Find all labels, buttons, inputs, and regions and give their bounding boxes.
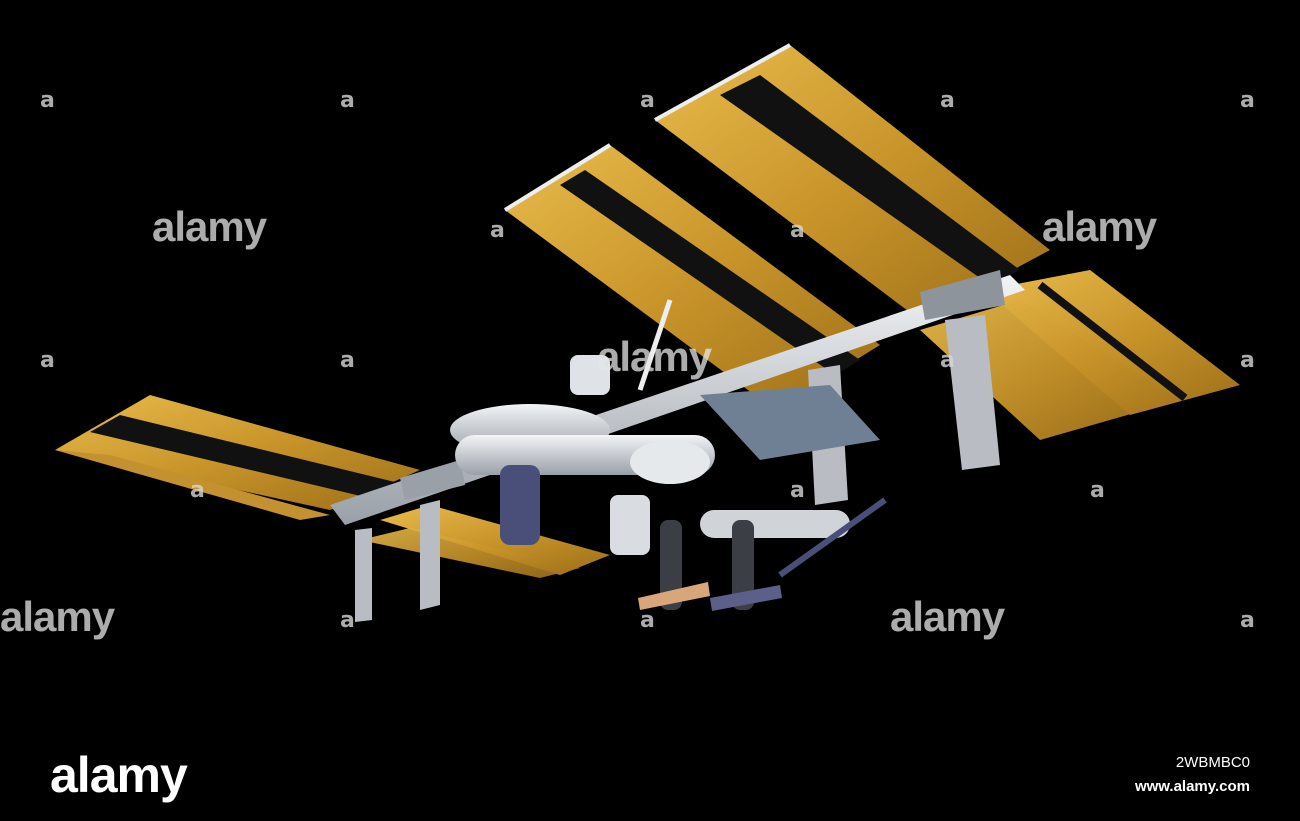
watermark-mark: a bbox=[1240, 348, 1255, 373]
watermark-brand: alamy bbox=[890, 593, 1005, 640]
watermark-mark: a bbox=[1240, 608, 1255, 633]
watermark-mark: a bbox=[1090, 478, 1105, 503]
watermark-mark: a bbox=[40, 88, 55, 113]
radiators bbox=[355, 315, 1000, 622]
watermark-mark: a bbox=[340, 348, 355, 373]
solar-array-upper-right bbox=[654, 43, 1050, 320]
watermark-brand: alamy bbox=[152, 203, 267, 250]
pressurized-modules bbox=[450, 299, 715, 555]
watermark-mark: a bbox=[190, 478, 205, 503]
watermark-mark: a bbox=[340, 88, 355, 113]
alamy-logo: alamy bbox=[50, 747, 188, 803]
watermark-brand: alamy bbox=[0, 593, 115, 640]
site-url: www.alamy.com bbox=[1134, 778, 1250, 795]
watermark-mark: a bbox=[940, 88, 955, 113]
watermark-mark: a bbox=[790, 478, 805, 503]
watermark-mark: a bbox=[40, 348, 55, 373]
stock-image-id: 2WBMBC0 bbox=[1175, 754, 1250, 771]
watermark-mark: a bbox=[340, 608, 355, 633]
watermark-brand: alamy bbox=[597, 333, 712, 380]
watermark-mark: a bbox=[940, 348, 955, 373]
watermark-mark: a bbox=[1240, 88, 1255, 113]
watermark-mark: a bbox=[490, 218, 505, 243]
watermark-mark: a bbox=[640, 608, 655, 633]
docked-vehicles bbox=[638, 497, 887, 611]
watermark-mark: a bbox=[640, 88, 655, 113]
watermark-brand: alamy bbox=[1042, 203, 1157, 250]
solar-array-middle-right bbox=[503, 143, 880, 410]
watermark-mark: a bbox=[790, 218, 805, 243]
